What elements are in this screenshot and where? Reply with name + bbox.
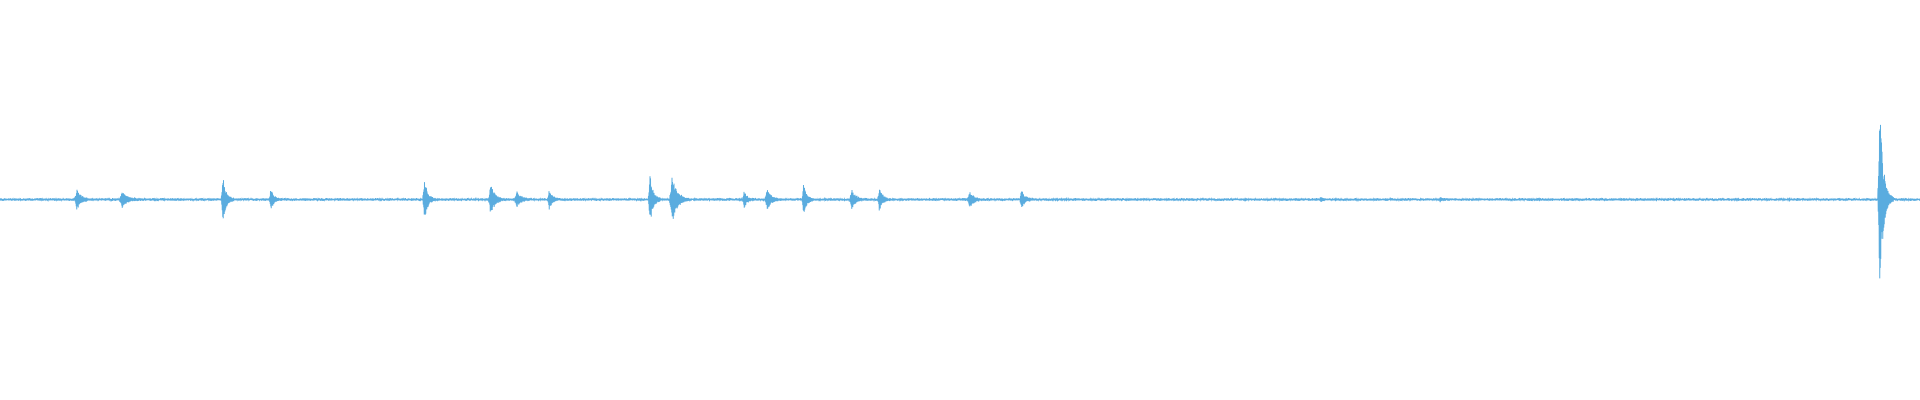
waveform-trace	[0, 124, 1920, 279]
